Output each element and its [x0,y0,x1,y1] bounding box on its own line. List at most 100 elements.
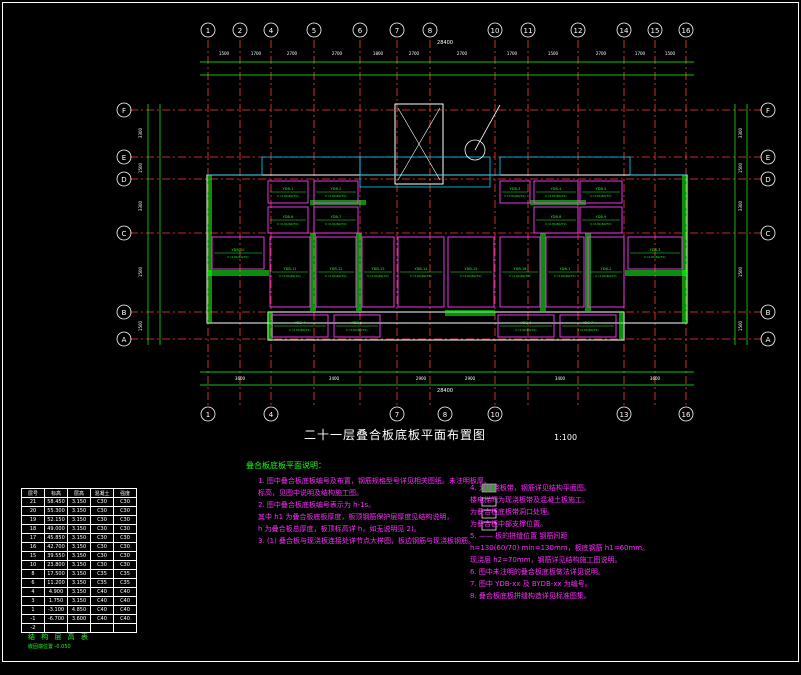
table-cell: C30 [113,551,137,561]
slab-panel [545,236,585,308]
wall-band [625,270,687,276]
slab-panel [579,206,623,234]
table-cell: 17 [21,533,45,543]
axis-bubble-left [116,331,132,347]
slab-panel [499,180,531,204]
table-cell: C40 [113,614,137,624]
slab-label: YDB-3 [510,187,521,191]
north-arrow-pointer [474,104,501,151]
dim-bottom-segment: 3400 [555,376,566,381]
slab-label: YDB-10 [232,248,245,252]
table-cell: 18 [21,524,45,534]
table-cell: -1 [21,614,45,624]
table-cell: C40 [113,587,137,597]
slab-label: YDB-15 [465,267,478,271]
table-cell [90,623,114,633]
table-cell: 3.150 [67,515,91,525]
table-cell: -6.700 [44,614,68,624]
slab-note: h=130(60/70) [367,274,388,278]
dim-top-segment: 2700 [596,51,607,56]
wall-band [356,233,362,311]
axis-label-right: D [765,176,770,184]
table-cell: 3.150 [67,560,91,570]
table-cell: C30 [90,560,114,570]
slab-note: h=130(60/70) [590,194,611,198]
table-cell: 49.000 [44,524,68,534]
dim-bottom-overall: 28400 [437,388,453,394]
slab-panel [267,206,309,234]
axis-bubble-top [306,22,322,38]
table-cell: C40 [90,605,114,615]
slab-panel [627,236,683,270]
axis-label-top: 7 [395,27,399,35]
dim-top-overall: 28400 [437,40,453,46]
slab-panel [361,236,395,308]
table-cell: 16 [21,542,45,552]
table-cell: 58.450 [44,497,68,507]
axis-label-top: 2 [238,27,242,35]
slab-panel [559,314,617,338]
slab-note: h=130(60/70) [545,194,566,198]
table-cell: C30 [113,524,137,534]
table-cell: C30 [113,542,137,552]
table-cell: 3.150 [67,587,91,597]
table-cell: C30 [113,497,137,507]
dim-top-segment: 1800 [373,51,384,56]
slab-note: h=130(60/70) [289,328,310,332]
axis-bubble-left [116,171,132,187]
table-cell: 20 [21,506,45,516]
wall-band [530,200,586,205]
table-cell: C30 [113,515,137,525]
dim-right-segment: 1500 [738,320,743,331]
dim-top-segment: 2700 [332,51,343,56]
slab-label: YDB-13 [372,267,385,271]
wall-band [207,175,212,323]
dim-right-segment: 3300 [738,200,743,211]
table-cell: 3.150 [67,524,91,534]
floor-table-caption: 结 构 层 高 表 [28,633,90,641]
axis-label-bottom: 8 [443,411,447,419]
table-cell: 4.850 [67,605,91,615]
note-line: 5. —— 板的拼缝位置 钢筋间距 [470,532,568,540]
stair-core-outline [394,103,444,185]
slab-note: h=130(60/70) [595,274,616,278]
table-cell: C30 [113,533,137,543]
dim-left-segment: 3300 [138,200,143,211]
table-cell: 23.800 [44,560,68,570]
slab-panel [313,180,359,204]
table-cell: 19 [21,515,45,525]
note-line: 6. 图中未注明的叠合板底板做法详见说明。 [470,568,605,576]
stair-cross-line [397,107,441,181]
note-line: 7. 图中 YDB-xx 及 BYDB-xx 为编号。 [470,580,592,588]
wall-band [207,270,269,276]
slab-note: h=130(60/70) [644,255,665,259]
table-cell: C30 [90,497,114,507]
table-cell: 8 [21,569,45,579]
slab-panel [447,236,495,308]
table-cell: C30 [113,560,137,570]
slab-label: YDB-14 [415,267,429,271]
axis-bubble-right [760,304,776,320]
wall-band [682,175,687,323]
table-cell: 3 [21,596,45,606]
table-cell: C40 [90,596,114,606]
dim-top-segment: 1500 [665,51,676,56]
table-cell: 3.150 [67,569,91,579]
slab-panel [315,236,357,308]
slab-note: h=130(60/70) [577,328,598,332]
slab-panel [211,236,265,270]
slab-note: h=130(60/70) [325,222,346,226]
dim-top-segment: 2700 [287,51,298,56]
dim-top-segment: 1700 [507,51,518,56]
slab-note: h=130(60/70) [227,255,248,259]
table-cell: 4.900 [44,587,68,597]
table-cell: 强度 [113,488,137,498]
axis-bubble-bottom [200,406,216,422]
note-line: 2. 图中叠合板底板编号表示为 h-1s。 [258,501,376,509]
